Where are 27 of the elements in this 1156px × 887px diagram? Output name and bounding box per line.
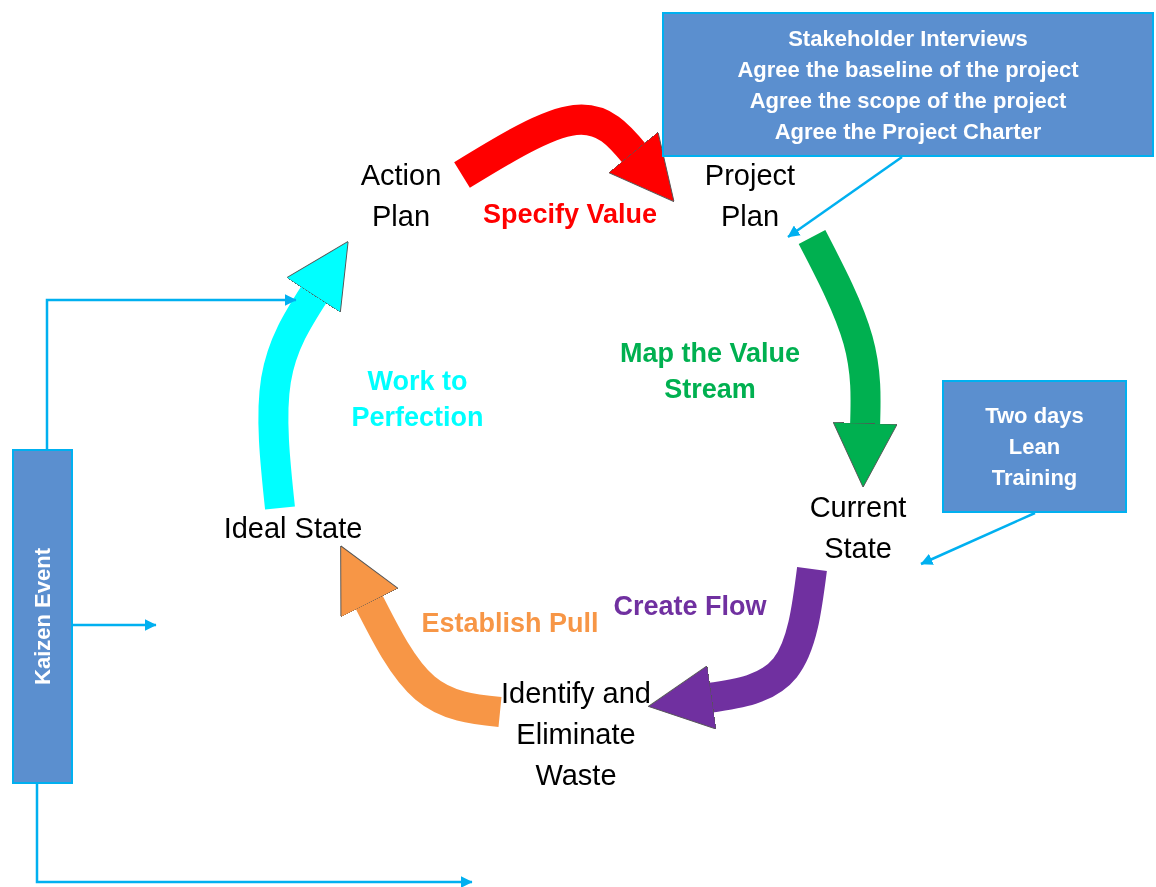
curved-block-arrow (258, 240, 349, 510)
note-text: Two days Lean Training (984, 402, 1085, 492)
note-text: Agree the scope of the project (749, 86, 1067, 115)
arrow (920, 511, 1036, 566)
edge-label: Establish Pull (420, 607, 600, 640)
edge-label: Create Flow (612, 590, 768, 623)
arrow (73, 619, 157, 631)
edge-label: Specify Value (481, 198, 659, 231)
curved-block-arrow (798, 230, 898, 488)
stage-label: Identify and Eliminate Waste (500, 652, 652, 816)
curved-block-arrow (454, 104, 675, 202)
note-box (942, 380, 1127, 513)
stage-label: Ideal State (205, 508, 381, 549)
vertical-box (12, 449, 73, 784)
arrow (35, 784, 473, 887)
edge-label: Work to Perfection (350, 365, 485, 434)
arrow (45, 294, 297, 449)
stage-label: Current State (795, 487, 921, 569)
note-text: Agree the Project Charter (774, 117, 1042, 146)
note-box (662, 12, 1154, 157)
stage-label: Action Plan (340, 155, 462, 237)
arrow (787, 155, 903, 239)
note-text: Stakeholder Interviews (788, 24, 1028, 53)
edge-label: Map the Value Stream (618, 337, 802, 406)
note-text: Agree the baseline of the project (737, 55, 1079, 84)
stage-label: Project Plan (688, 155, 812, 237)
box-title: Kaizen Event (29, 548, 56, 685)
